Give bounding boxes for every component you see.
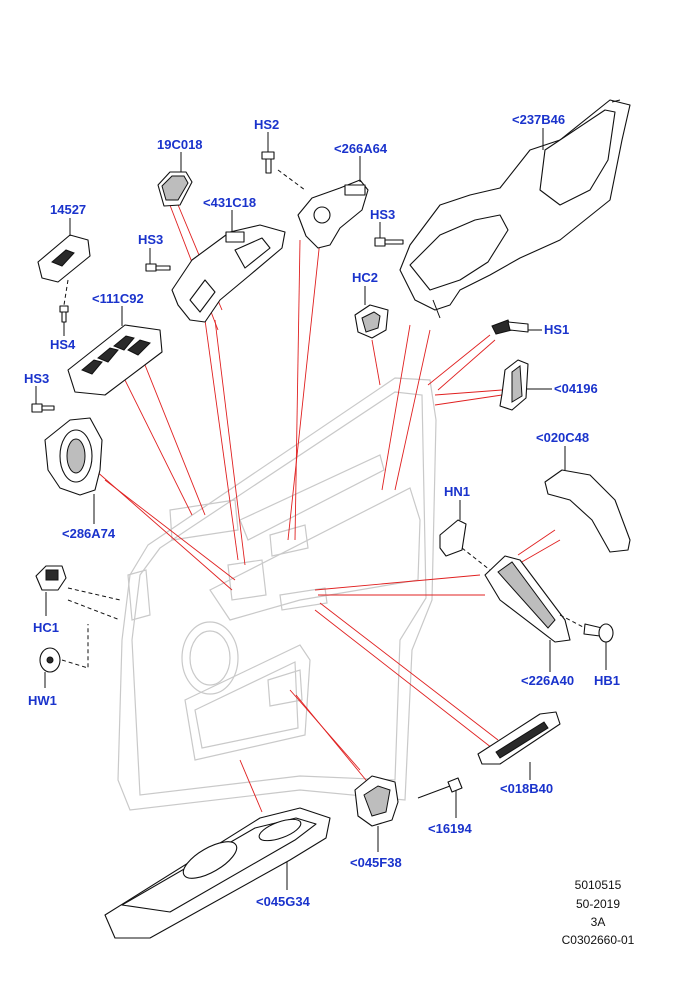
- part-HW1-washer: [39, 624, 89, 673]
- part-226A40-inner-handle: [484, 555, 586, 643]
- callout-111C92: <111C92: [92, 291, 144, 306]
- callout-HS1: HS1: [544, 322, 570, 337]
- callout-HC1: HC1: [33, 620, 60, 635]
- part-HC2-clip: [354, 304, 389, 339]
- part-045G34-door-pocket: [104, 807, 331, 939]
- callout-045G34: <045G34: [256, 894, 310, 909]
- footer-line-2: 50-2019: [575, 897, 621, 911]
- part-020C48-trim-strip: [544, 469, 631, 553]
- callout-HC2: HC2: [352, 270, 379, 285]
- part-266A64-handle-mechanism: [297, 179, 369, 249]
- callout-237B46: <237B46: [512, 112, 566, 127]
- part-HS3-screw-right: [374, 237, 404, 247]
- part-HN1-nut: [439, 519, 491, 571]
- callout-HS3-top: HS3: [138, 232, 164, 247]
- callout-14527: 14527: [50, 202, 87, 217]
- door-trim-panel-outline: [117, 377, 437, 811]
- footer-line-3: 3A: [590, 915, 606, 929]
- callout-ticks: [35, 128, 607, 890]
- callout-286A74: <286A74: [62, 526, 116, 541]
- part-HS4-screw: [59, 279, 69, 323]
- callout-04196: <04196: [554, 381, 598, 396]
- part-19C018-cap: [157, 171, 193, 207]
- part-045F38-clip-block: [354, 775, 399, 827]
- part-14527-switch: [37, 234, 91, 283]
- part-HS1-pushpin: [491, 319, 529, 335]
- part-HS2-screw: [261, 151, 306, 191]
- part-04196-bracket: [499, 359, 529, 411]
- callout-HS2: HS2: [254, 117, 280, 132]
- callout-HS3-left: HS3: [24, 371, 50, 386]
- part-431C18-handle-housing: [171, 224, 286, 323]
- footer-line-4: C0302660-01: [561, 933, 635, 947]
- part-HS3-screw-left: [31, 403, 55, 413]
- callout-226A40: <226A40: [521, 673, 575, 688]
- callout-HS3-right: HS3: [370, 207, 396, 222]
- part-HB1-bolt: [583, 623, 614, 643]
- part-HS3-screw-top: [145, 263, 171, 272]
- callout-266A64: <266A64: [334, 141, 388, 156]
- callout-19C018: 19C018: [157, 137, 203, 152]
- part-237B46-upper-trim: [399, 99, 631, 319]
- part-16194-pin: [417, 777, 463, 799]
- footer-line-1: 5010515: [574, 878, 622, 892]
- callout-HN1: HN1: [444, 484, 471, 499]
- callout-020C48: <020C48: [536, 430, 590, 445]
- callout-431C18: <431C18: [203, 195, 257, 210]
- callout-HB1: HB1: [594, 673, 621, 688]
- callout-HS4: HS4: [50, 337, 76, 352]
- part-HC1-clip: [35, 565, 121, 621]
- part-286A74-bezel: [44, 417, 103, 496]
- callout-045F38: <045F38: [350, 855, 402, 870]
- leader-lines: [94, 199, 561, 813]
- callout-HW1: HW1: [28, 693, 57, 708]
- part-018B40-switch-bezel: [477, 711, 561, 765]
- callout-16194: <16194: [428, 821, 472, 836]
- part-111C92-switch-panel: [67, 324, 163, 396]
- callout-018B40: <018B40: [500, 781, 554, 796]
